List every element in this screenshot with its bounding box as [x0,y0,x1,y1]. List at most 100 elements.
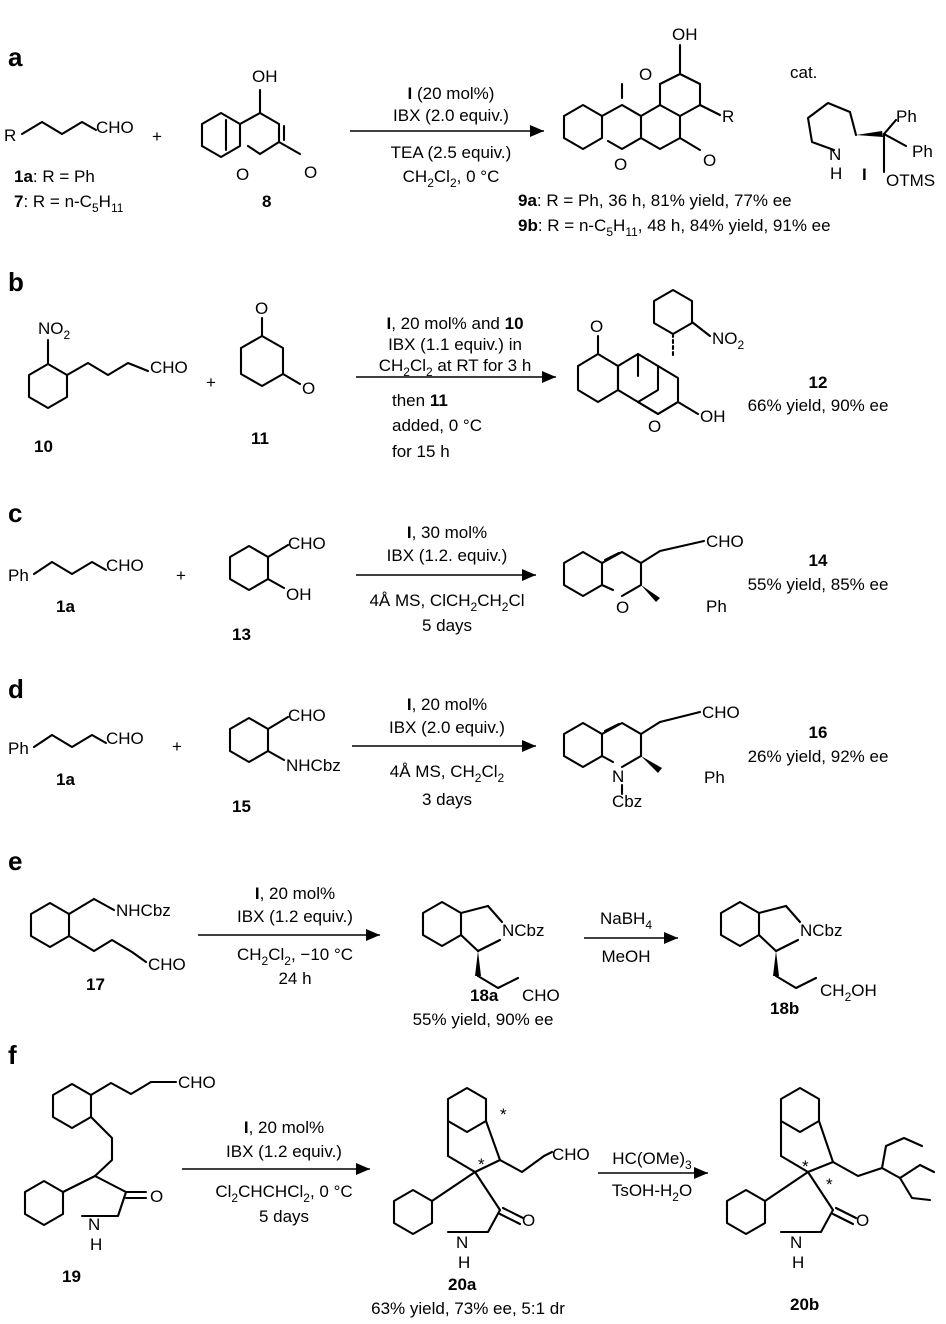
phenyl-label: Ph [704,768,725,787]
ch2oh-label: CH2OH [820,981,877,1004]
result-16: 26% yield, 92% ee [748,747,889,766]
otms-label: OTMS [886,171,935,190]
panel-b: b NO2 CHO 10 + O O 11 I, 20 mol% and 10 … [8,267,888,461]
stereocenter-2: * [500,1105,507,1124]
pyran-o-label: O [648,417,661,436]
cond-time: 5 days [422,616,472,635]
compound-label-1a: 1a [56,597,75,616]
cho-label: CHO [552,1145,590,1164]
cho-label: CHO [106,729,144,748]
cho-label: CHO [96,118,134,137]
panel-letter: a [8,42,23,72]
ncbz-label: NCbz [800,921,843,940]
stereocenter-2: * [826,1175,833,1194]
cond-step2-time: for 15 h [392,442,450,461]
oh-label: OH [286,585,312,604]
cond1-solvent: Cl2CHCHCl2, 0 °C [215,1182,352,1205]
nitro-label: NO2 [38,319,71,342]
cond1-catalyst: I, 20 mol% [244,1118,324,1137]
result-18a: 55% yield, 90% ee [413,1010,554,1029]
stereocenter-1: * [802,1157,809,1176]
plus-sign: + [206,373,216,392]
oh-label: OH [672,25,698,44]
r-group-label: R [722,107,734,126]
result-9b: 9b: R = n-C5H11, 48 h, 84% yield, 91% ee [518,216,831,239]
cond-catalyst: I (20 mol%) [408,84,495,103]
reactant-aminobenzaldehyde: CHO NHCbz 15 [228,706,341,816]
ketone-o-label: O [590,317,603,336]
panel-letter: c [8,498,22,528]
panel-letter: e [8,846,22,876]
phenyl-label-1: Ph [896,107,917,126]
amine-n-label: N [612,767,624,786]
cond-step1-oxidant: IBX (1.1 equiv.) in [388,335,522,354]
stereocenter-1: * [478,1155,485,1174]
amide-n-label: N [456,1233,468,1252]
cond1-solvent: CH2Cl2, −10 °C [237,945,353,968]
lactone-o-label: O [614,155,627,174]
amide-h-label: H [458,1253,470,1272]
carbonyl-o-label: O [856,1211,869,1230]
product-12: O O OH NO2 [576,288,745,436]
reactant-hydroxycoumarin: OH O O 8 [200,67,317,211]
reactant-17: NHCbz CHO 17 [29,897,186,994]
cond-step1-solvent: CH2Cl2 at RT for 3 h [379,356,532,379]
compound-label-13: 13 [232,625,251,644]
product-18a: NCbz CHO 18a 55% yield, 90% ee [413,900,560,1029]
phenyl-label: Ph [8,566,29,585]
cat-label: cat. [790,63,817,82]
cond-step2-addition: then 11 [392,391,448,410]
cho-label: CHO [288,706,326,725]
nhcbz-label: NHCbz [286,756,341,775]
cho-label: CHO [178,1073,216,1092]
compound-label-12: 12 [809,373,828,392]
result-9a: 9a: R = Ph, 36 h, 81% yield, 77% ee [518,191,792,210]
panel-f: f CHO O N H 19 I, 20 mol% IBX (1.2 equiv… [8,1040,936,1318]
cond1-catalyst: I, 20 mol% [255,884,335,903]
cond2-reductant: NaBH4 [600,909,652,932]
ring-o-label: O [236,165,249,184]
catalyst-label: I [862,165,867,184]
oh-label: OH [700,407,726,426]
carbonyl-o-label: O [150,1187,163,1206]
compound-label-1a: 1a [56,770,75,789]
panel-d: d Ph CHO 1a + CHO NHCbz 15 I, 20 mol% IB… [8,674,888,816]
amine-h-label: H [830,164,842,183]
panel-e: e NHCbz CHO 17 I, 20 mol% IBX (1.2 equiv… [8,846,877,1029]
cho-label: CHO [522,986,560,1005]
product-20a: CHO * * O N H 20a 63% yield, 73% ee, 5:1… [371,1086,590,1318]
cond2-reagent: HC(OMe)3 [612,1149,692,1172]
cond-oxidant: IBX (2.0 equiv.) [393,106,509,125]
cond-catalyst: I, 30 mol% [407,523,487,542]
cho-label: CHO [702,703,740,722]
cond2-solvent: MeOH [601,947,650,966]
reactant-cyclohexanedione: O O 11 [239,299,315,448]
panel-letter: b [8,267,24,297]
cho-label: CHO [106,556,144,575]
cond-oxidant: IBX (2.0 equiv.) [389,718,505,737]
compound-label-20a: 20a [448,1275,477,1294]
plus-sign: + [172,737,182,756]
panel-letter: d [8,674,24,704]
cond-oxidant: IBX (1.2. equiv.) [387,546,508,565]
cond1-time: 24 h [278,969,311,988]
cond-solvent: 4Å MS, ClCH2CH2Cl [369,591,524,614]
panel-letter: f [8,1040,17,1070]
compound-label-19: 19 [62,1267,81,1286]
reactant-hydrocinnamaldehyde: Ph CHO 1a [8,556,144,616]
product-pyranocoumarin: OH O O O R 9a: R = Ph, 36 h, 81% yield, … [518,25,831,239]
carbonyl-o-label: O [703,151,716,170]
compound-label-11: 11 [251,429,269,448]
amide-h-label: H [792,1253,804,1272]
carbonyl-o-label: O [304,163,317,182]
panel-c: c Ph CHO 1a + CHO OH 13 I, 30 mol% IBX (… [8,498,888,644]
cond-step2-temperature: added, 0 °C [392,416,482,435]
cond-time: 3 days [422,790,472,809]
plus-sign: + [152,127,162,146]
carbonyl-o-label: O [522,1211,535,1230]
plus-sign: + [176,566,186,585]
compound-label-7: 7: R = n-C5H11 [14,192,124,215]
r-group-label: R [4,126,16,145]
ncbz-label: NCbz [502,921,545,940]
